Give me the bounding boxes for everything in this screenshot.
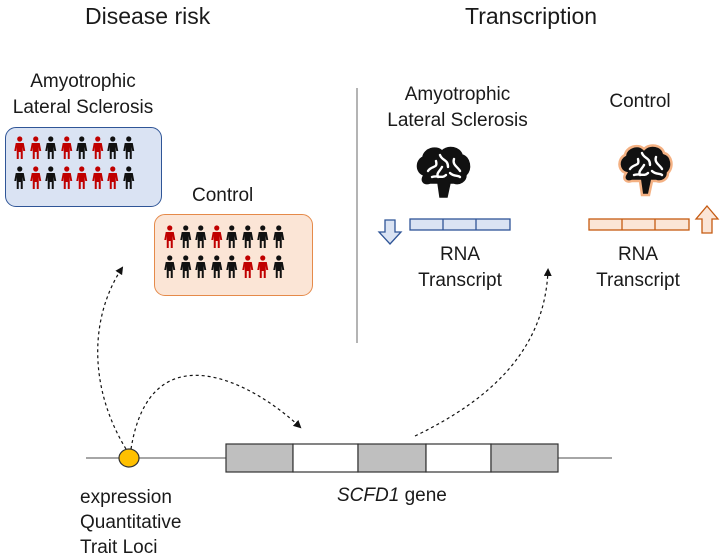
disease-risk-heading: Disease risk — [85, 3, 211, 29]
gene-label: SCFD1 gene — [337, 484, 447, 507]
affected-person-icon — [91, 136, 103, 159]
unaffected-person-icon — [122, 136, 134, 159]
gene-structure — [225, 443, 559, 473]
als-rna-line2: Transcript — [418, 270, 502, 291]
control-population-box — [154, 214, 313, 296]
affected-person-icon — [107, 166, 119, 189]
affected-person-icon — [60, 136, 72, 159]
unaffected-person-icon — [179, 225, 191, 248]
control-rna-line2: Transcript — [596, 270, 680, 291]
gene-suffix: gene — [399, 485, 447, 506]
transcription-heading: Transcription — [465, 3, 598, 29]
als-population-box — [5, 127, 162, 207]
unaffected-person-icon — [45, 166, 57, 189]
gene-to-transcription-arrow — [414, 268, 552, 437]
unaffected-person-icon — [14, 166, 26, 189]
unaffected-person-icon — [272, 225, 284, 248]
als-rna-bar — [409, 218, 511, 231]
als-people-row-2 — [12, 166, 136, 190]
unaffected-person-icon — [45, 136, 57, 159]
affected-person-icon — [241, 255, 253, 278]
unaffected-person-icon — [272, 255, 284, 278]
eqtl-to-gene-arrow — [130, 374, 302, 450]
control-rna-bar — [588, 218, 690, 231]
unaffected-person-icon — [257, 225, 269, 248]
affected-person-icon — [91, 166, 103, 189]
eqtl-snp-marker — [118, 448, 140, 468]
eqtl-to-disease-arrow — [97, 266, 127, 450]
unaffected-person-icon — [226, 225, 238, 248]
eqtl-label-line3: Trait Loci — [80, 537, 158, 558]
intron-2 — [425, 443, 492, 473]
affected-person-icon — [210, 225, 222, 248]
affected-person-icon — [164, 225, 176, 248]
als-label-line2: Lateral Sclerosis — [12, 97, 154, 118]
exon-2 — [357, 443, 427, 473]
exon-1 — [225, 443, 294, 473]
eqtl-label-line2: Quantitative — [80, 512, 182, 533]
transcription-als-label-line2: Lateral Sclerosis — [387, 110, 528, 131]
eqtl-label-line1: expression — [80, 487, 172, 508]
control-group-label: Control — [192, 185, 254, 206]
als-brain-icon — [416, 146, 471, 198]
unaffected-person-icon — [195, 225, 207, 248]
exon-3 — [490, 443, 559, 473]
unaffected-person-icon — [226, 255, 238, 278]
transcription-als-label-line1: Amyotrophic — [404, 84, 511, 105]
unaffected-person-icon — [210, 255, 222, 278]
unaffected-person-icon — [122, 166, 134, 189]
down-arrow-icon — [377, 219, 403, 245]
affected-person-icon — [14, 136, 26, 159]
unaffected-person-icon — [107, 136, 119, 159]
als-rna-line1: RNA — [439, 244, 481, 265]
control-brain-icon — [618, 144, 673, 197]
control-rna-line1: RNA — [617, 244, 659, 265]
intron-1 — [292, 443, 359, 473]
unaffected-person-icon — [164, 255, 176, 278]
transcription-control-label: Control — [609, 91, 671, 112]
control-people-row-2 — [162, 255, 286, 279]
als-label-line1: Amyotrophic — [30, 71, 136, 92]
affected-person-icon — [257, 255, 269, 278]
unaffected-person-icon — [195, 255, 207, 278]
unaffected-person-icon — [179, 255, 191, 278]
affected-person-icon — [76, 166, 88, 189]
affected-person-icon — [60, 166, 72, 189]
gene-name: SCFD1 — [337, 485, 400, 506]
als-people-row-1 — [12, 136, 136, 160]
affected-person-icon — [29, 136, 41, 159]
up-arrow-icon — [694, 204, 720, 234]
unaffected-person-icon — [76, 136, 88, 159]
control-people-row-1 — [162, 225, 286, 249]
unaffected-person-icon — [241, 225, 253, 248]
affected-person-icon — [29, 166, 41, 189]
